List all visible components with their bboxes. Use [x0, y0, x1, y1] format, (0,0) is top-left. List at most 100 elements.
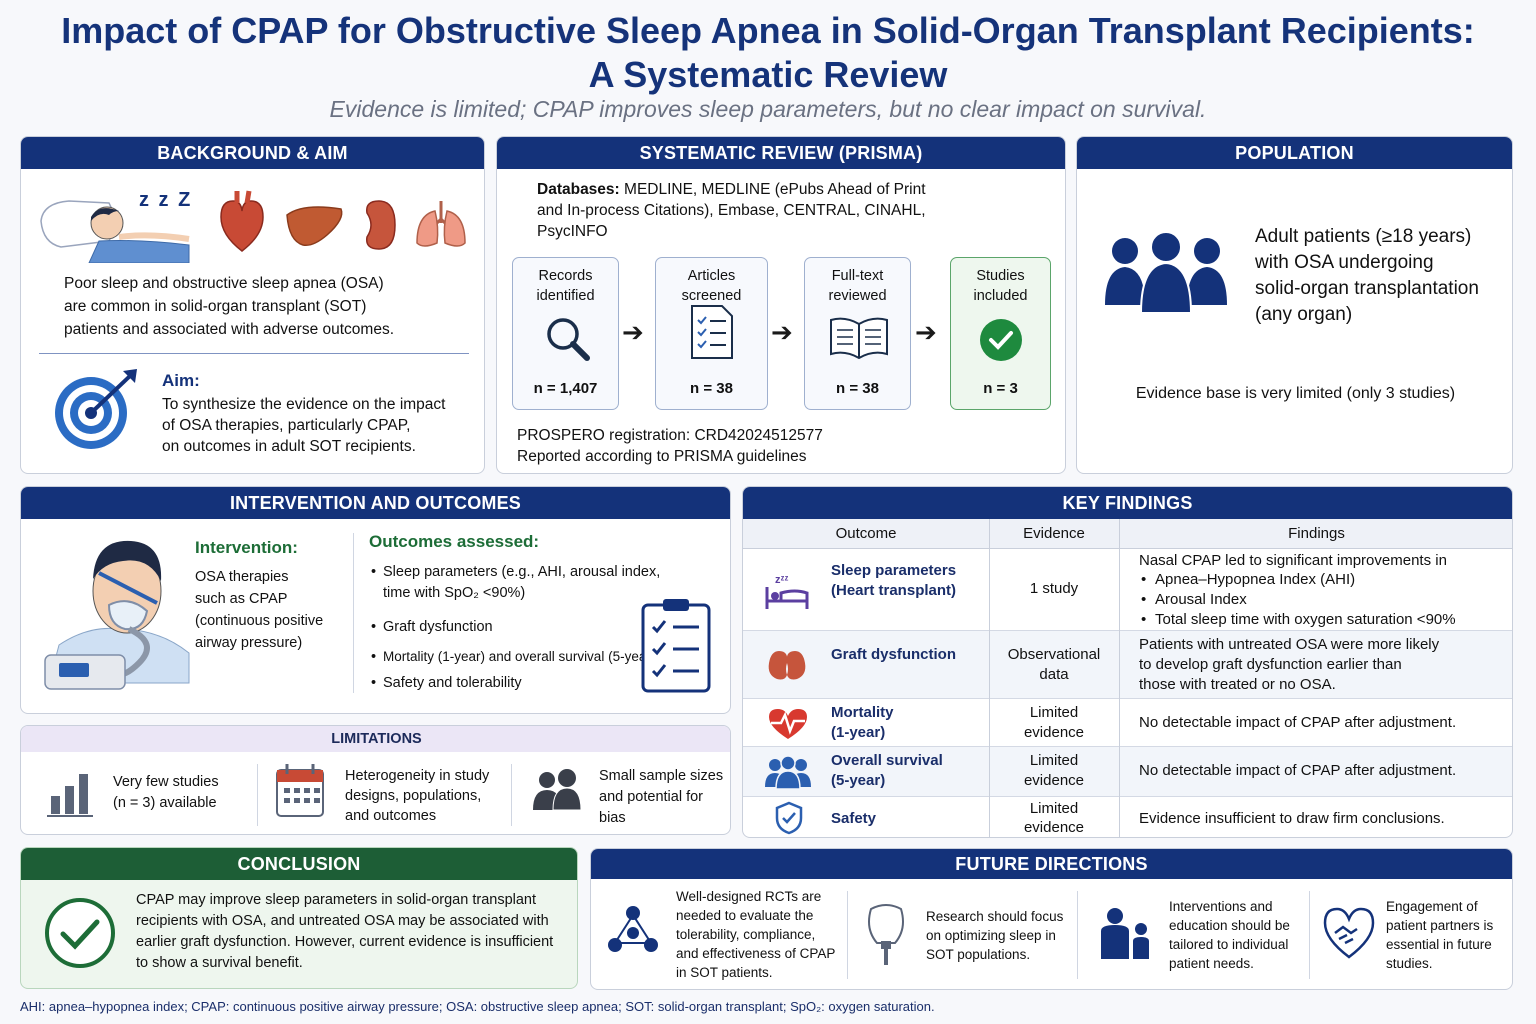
- databases-label: Databases:: [537, 181, 620, 198]
- row4-evidence-1: Limited: [1029, 752, 1079, 769]
- fulltext-label-2: reviewed: [828, 288, 887, 304]
- population-line-3: solid-organ transplantation: [1255, 278, 1479, 299]
- row5-evidence-2: evidence: [1023, 819, 1085, 836]
- future-1d: and effectiveness of CPAP: [676, 946, 836, 961]
- outcome-bullet: •: [371, 619, 377, 635]
- row1-evidence: 1 study: [1029, 580, 1079, 597]
- limitation-2b: designs, populations,: [345, 788, 482, 804]
- intervention-text-4: airway pressure): [195, 635, 303, 651]
- limitations-header-bar: [21, 726, 730, 752]
- background-text-2: are common in solid-organ transplant (SO…: [64, 298, 367, 315]
- kidney-icon: [366, 200, 396, 250]
- row4-outcome-2: (5-year): [831, 772, 886, 789]
- outcome-2: Graft dysfunction: [383, 619, 493, 635]
- table-divider: [989, 519, 990, 837]
- table-row: zᶻᶻ Sleep parameters (Heart transplant) …: [743, 549, 1512, 631]
- finding-bullet: •: [1141, 611, 1147, 628]
- table-row: Mortality (1-year) Limited evidence No d…: [743, 699, 1512, 747]
- databases-line-2: and In-process Citations), Embase, CENTR…: [537, 202, 926, 219]
- intervention-label: Intervention:: [195, 538, 298, 557]
- divider: [39, 353, 469, 354]
- population-line-1: Adult patients (≥18 years): [1255, 226, 1472, 247]
- future-1b: needed to evaluate the: [676, 908, 814, 923]
- page-subtitle: Evidence is limited; CPAP improves sleep…: [329, 96, 1207, 122]
- future-3a: Interventions and: [1169, 899, 1273, 914]
- conclusion-text-3: earlier graft dysfunction. However, curr…: [136, 934, 554, 950]
- divider: [1077, 891, 1078, 979]
- open-book-icon: [830, 317, 888, 360]
- future-1a: Well-designed RCTs are: [676, 889, 822, 904]
- divider: [847, 891, 848, 979]
- outcome-1a: Sleep parameters (e.g., AHI, arousal ind…: [383, 564, 661, 580]
- conclusion-panel: CONCLUSION CPAP may improve sleep parame…: [20, 847, 578, 989]
- aim-text-2: of OSA therapies, particularly CPAP,: [162, 417, 411, 434]
- limitation-3a: Small sample sizes: [599, 768, 724, 784]
- future-3b: education should be: [1169, 918, 1290, 933]
- future-2c: SOT populations.: [926, 947, 1031, 962]
- col-outcome: Outcome: [835, 525, 897, 542]
- background-header: BACKGROUND & AIM: [21, 137, 484, 169]
- abbreviations-footnote: AHI: apnea–hypopnea index; CPAP: continu…: [20, 999, 935, 1014]
- row3-finding: No detectable impact of CPAP after adjus…: [1139, 714, 1457, 731]
- table-row: Graft dysfunction Observational data Pat…: [743, 631, 1512, 699]
- group-icon: [765, 755, 811, 789]
- limitation-2a: Heterogeneity in study: [345, 768, 490, 784]
- two-people-icon: [533, 769, 582, 811]
- records-count: n = 1,407: [533, 380, 598, 397]
- databases-line-3: PsycINFO: [537, 223, 608, 240]
- future-4c: essential in future: [1386, 937, 1492, 952]
- row1-outcome-1: Sleep parameters: [831, 562, 957, 579]
- finding-bullet: •: [1141, 591, 1147, 608]
- row3-outcome-2: (1-year): [831, 724, 886, 741]
- intervention-text-2: such as CPAP: [195, 591, 288, 607]
- findings-table-header: Outcome Evidence Findings: [743, 519, 1512, 549]
- outcome-4: Safety and tolerability: [383, 675, 522, 691]
- findings-panel: KEY FINDINGS Outcome Evidence Findings z…: [742, 486, 1513, 838]
- lungs-icon: [416, 201, 466, 247]
- svg-text:zᶻᶻ: zᶻᶻ: [775, 574, 788, 586]
- divider: [1309, 891, 1310, 979]
- aim-text-1: To synthesize the evidence on the impact: [162, 396, 446, 413]
- row3-evidence-1: Limited: [1029, 704, 1079, 721]
- cpap-person-icon: [44, 540, 190, 690]
- flow-step-screened: Articles screened n = 38: [655, 257, 768, 410]
- limitation-1b: (n = 3) available: [113, 795, 217, 811]
- records-label-1: Records: [538, 268, 593, 284]
- prospero-registration: PROSPERO registration: CRD42024512577: [517, 427, 823, 444]
- population-header: POPULATION: [1077, 137, 1512, 169]
- conclusion-header: CONCLUSION: [21, 848, 577, 880]
- target-icon: [55, 369, 137, 449]
- row5-evidence-1: Limited: [1029, 800, 1079, 817]
- future-2b: on optimizing sleep in: [926, 928, 1056, 943]
- databases-line-1: MEDLINE, MEDLINE (ePubs Ahead of Print: [624, 181, 926, 198]
- limitations-header: LIMITATIONS: [331, 731, 422, 747]
- population-note: Evidence base is very limited (only 3 st…: [1135, 385, 1456, 402]
- sleep-bed-icon: zᶻᶻ: [765, 574, 809, 609]
- future-4a: Engagement of: [1386, 899, 1478, 914]
- calendar-icon: [276, 764, 324, 817]
- heartbeat-icon: [769, 709, 807, 739]
- review-panel: SYSTEMATIC REVIEW (PRISMA) Databases: ME…: [496, 136, 1066, 474]
- included-label-2: included: [973, 288, 1028, 304]
- bar-chart-icon: [47, 774, 93, 817]
- sleeping-person-icon: [40, 200, 190, 263]
- col-findings: Findings: [1288, 525, 1345, 542]
- col-evidence: Evidence: [1023, 525, 1085, 542]
- future-header: FUTURE DIRECTIONS: [591, 849, 1512, 879]
- fulltext-count: n = 38: [836, 380, 879, 397]
- table-row: Safety Limited evidence Evidence insuffi…: [743, 797, 1512, 837]
- future-3d: patient needs.: [1169, 956, 1254, 971]
- outcome-bullet: •: [371, 564, 377, 580]
- divider: [511, 764, 512, 826]
- future-1e: in SOT patients.: [676, 965, 773, 980]
- adult-child-icon: [1101, 908, 1149, 959]
- shield-icon: [775, 801, 803, 835]
- outcome-bullet: •: [371, 675, 377, 691]
- conclusion-text-1: CPAP may improve sleep parameters in sol…: [136, 892, 537, 908]
- aim-label: Aim:: [162, 371, 200, 390]
- row2-evidence-1: Observational: [1007, 646, 1101, 663]
- screened-label: Articles screened: [681, 268, 742, 304]
- row1-outcome-2: (Heart transplant): [831, 582, 957, 599]
